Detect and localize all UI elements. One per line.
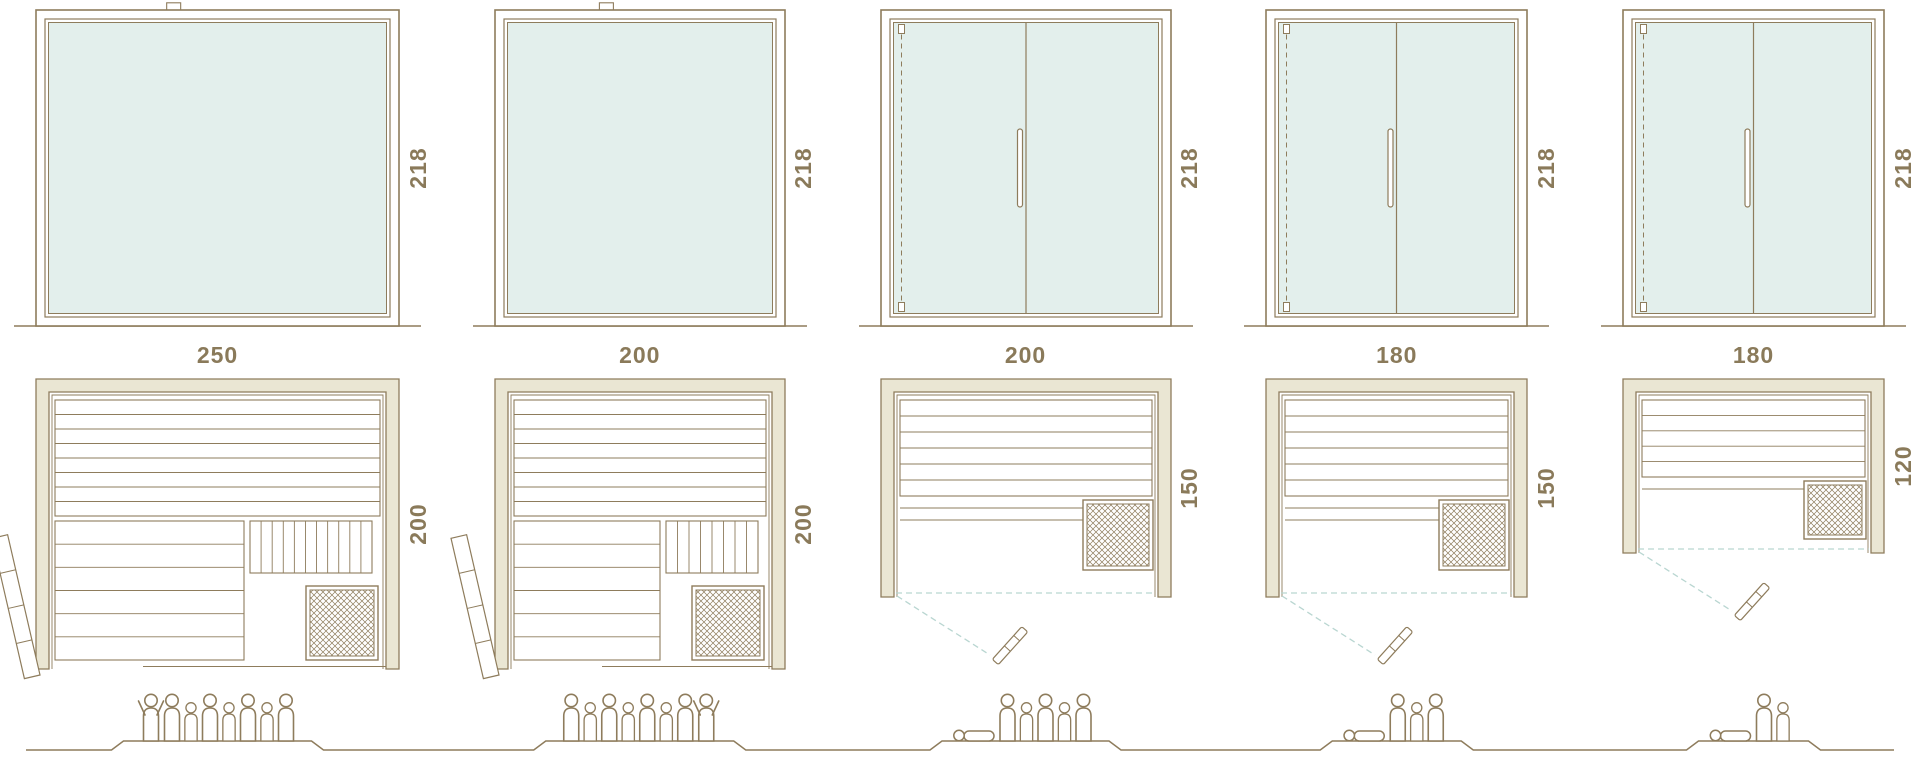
person-icon bbox=[676, 693, 694, 742]
person-icon bbox=[260, 702, 274, 742]
width-dimension: 200 bbox=[1004, 342, 1047, 368]
elevation-view: 218 bbox=[1601, 2, 1916, 330]
person-lying-icon bbox=[1343, 729, 1385, 742]
person-icon bbox=[201, 693, 219, 742]
unit-column-200x150: 218 200 150 bbox=[858, 2, 1202, 685]
plan-view: 150 bbox=[859, 378, 1202, 685]
elevation-drawing bbox=[1244, 9, 1550, 327]
height-dimension: 218 bbox=[1533, 147, 1560, 189]
ground-line bbox=[26, 740, 1894, 751]
height-dimension: 218 bbox=[1176, 147, 1203, 189]
plan-drawing bbox=[1622, 378, 1885, 621]
person-icon bbox=[239, 693, 257, 742]
people-group bbox=[562, 693, 720, 742]
plan-view: 120 bbox=[1601, 378, 1916, 641]
width-dimension: 180 bbox=[1732, 342, 1775, 368]
elevation-view: 218 bbox=[14, 2, 431, 330]
person-icon bbox=[1427, 693, 1445, 742]
elevation-view: 218 bbox=[472, 2, 817, 330]
depth-dimension: 200 bbox=[790, 503, 817, 545]
open-door-leaf bbox=[450, 533, 500, 680]
plan-view: 200 bbox=[450, 378, 817, 689]
people-group bbox=[1343, 693, 1445, 742]
person-icon bbox=[163, 693, 181, 742]
elevation-drawing bbox=[472, 2, 807, 327]
person-icon bbox=[583, 702, 598, 742]
elevation-drawing bbox=[1601, 9, 1906, 327]
width-dimension: 180 bbox=[1376, 342, 1418, 368]
height-dimension: 218 bbox=[404, 147, 431, 189]
unit-column-200x200: 218 200 200 bbox=[450, 2, 817, 689]
person-icon bbox=[1019, 702, 1034, 742]
swing-door-leaf bbox=[1377, 626, 1413, 665]
person-icon bbox=[277, 693, 295, 742]
person-icon bbox=[1776, 702, 1790, 742]
person-lying-icon bbox=[953, 729, 995, 742]
person-lying-icon bbox=[1709, 729, 1752, 742]
person-icon bbox=[1037, 693, 1054, 742]
elevation-drawing bbox=[858, 9, 1193, 327]
plan-view: 150 bbox=[1244, 378, 1559, 685]
depth-dimension: 120 bbox=[1889, 445, 1916, 487]
width-dimension: 200 bbox=[619, 342, 661, 368]
person-icon bbox=[600, 693, 618, 742]
person-icon bbox=[659, 702, 674, 742]
height-dimension: 218 bbox=[790, 147, 817, 189]
depth-dimension: 200 bbox=[404, 503, 431, 545]
elevation-view: 218 bbox=[1244, 2, 1559, 330]
unit-column-250x200: 218 250 200 bbox=[0, 2, 431, 689]
people-group bbox=[1709, 693, 1790, 742]
capacity-figures bbox=[26, 693, 1894, 751]
person-icon bbox=[1075, 693, 1092, 742]
swing-door-leaf bbox=[992, 626, 1028, 665]
person-icon bbox=[999, 693, 1016, 742]
plan-drawing bbox=[1265, 378, 1528, 665]
plan-drawing bbox=[450, 378, 786, 680]
size-variants-row: 218 250 200 218 200 200 218 200 150 bbox=[0, 2, 1916, 689]
people-group bbox=[137, 693, 295, 742]
plan-view: 200 bbox=[0, 378, 431, 689]
elevation-drawing bbox=[14, 2, 421, 327]
unit-column-180x120: 218 180 120 bbox=[1601, 2, 1916, 641]
depth-dimension: 150 bbox=[1176, 467, 1203, 509]
unit-column-180x150: 218 180 150 bbox=[1244, 2, 1559, 685]
person-icon bbox=[1755, 693, 1773, 742]
width-dimension: 250 bbox=[196, 342, 239, 368]
height-dimension: 218 bbox=[1889, 147, 1916, 189]
people-group bbox=[953, 693, 1092, 742]
swing-door-leaf bbox=[1734, 582, 1770, 621]
plan-drawing bbox=[0, 378, 400, 680]
person-icon bbox=[621, 702, 636, 742]
person-arms-up-icon bbox=[692, 693, 720, 742]
person-icon bbox=[222, 702, 236, 742]
open-door-leaf bbox=[0, 533, 41, 680]
plan-drawing bbox=[879, 378, 1172, 665]
person-icon bbox=[1057, 702, 1072, 742]
person-icon bbox=[1389, 693, 1407, 742]
person-icon bbox=[184, 702, 198, 742]
person-arms-up-icon bbox=[137, 693, 165, 742]
person-icon bbox=[638, 693, 656, 742]
elevation-view: 218 bbox=[858, 2, 1202, 330]
person-icon bbox=[1409, 702, 1424, 742]
person-icon bbox=[562, 693, 580, 742]
capacity-strip bbox=[0, 686, 1920, 770]
depth-dimension: 150 bbox=[1533, 467, 1560, 509]
